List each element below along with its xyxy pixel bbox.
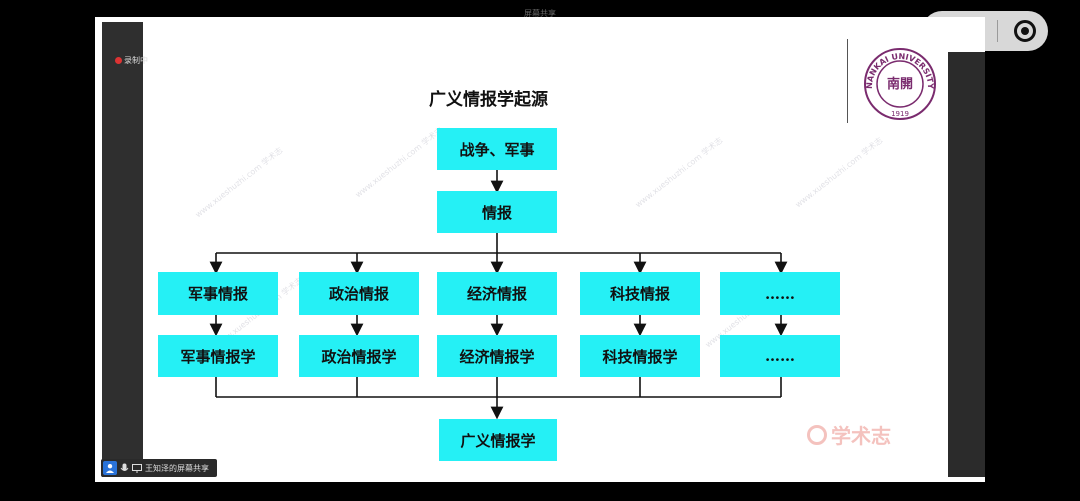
box-discipline: 经济情报学 — [437, 335, 557, 377]
share-label: 王知泽的屏幕共享 — [145, 463, 209, 473]
screen-share-bar[interactable]: 王知泽的屏幕共享 — [101, 459, 217, 477]
box-category: …… — [720, 272, 840, 315]
nankai-logo: NANKAI UNIVERSITY 南開 1919 — [864, 48, 936, 120]
recording-cloud-icon — [115, 57, 122, 64]
box-category: 经济情报 — [437, 272, 557, 315]
box-root: 战争、军事 — [437, 128, 557, 170]
box-discipline: 政治情报学 — [299, 335, 419, 377]
left-black-bar — [102, 22, 143, 477]
brand-watermark: 学术志 — [807, 420, 891, 449]
recording-label: 录制中 — [124, 56, 148, 65]
recording-badge: 录制中 — [115, 55, 148, 66]
close-target-icon[interactable] — [1014, 20, 1036, 42]
screen-share-icon[interactable] — [132, 463, 142, 473]
flowchart-connectors — [209, 170, 788, 420]
microphone-icon[interactable] — [120, 463, 129, 474]
box-discipline: 军事情报学 — [158, 335, 278, 377]
logo-divider — [847, 39, 848, 123]
box-result: 广义情报学 — [439, 419, 557, 461]
user-icon[interactable] — [103, 461, 117, 475]
brand-watermark-text: 学术志 — [831, 424, 891, 448]
capsule-divider — [997, 20, 999, 42]
box-category: 政治情报 — [299, 272, 419, 315]
box-category: 军事情报 — [158, 272, 278, 315]
box-intelligence: 情报 — [437, 191, 557, 233]
box-discipline: 科技情报学 — [580, 335, 700, 377]
slide-title: 广义情报学起源 — [429, 90, 548, 110]
shared-screen: 录制中 NANKAI UNIVERSITY 南開 1919 www.xueshu… — [95, 17, 985, 482]
window-caption: 屏幕共享 — [524, 9, 556, 18]
brand-watermark-icon — [807, 424, 827, 445]
box-discipline: …… — [720, 335, 840, 377]
logo-year: 1919 — [891, 110, 909, 118]
box-category: 科技情报 — [580, 272, 700, 315]
logo-emblem: 南開 — [887, 76, 913, 92]
right-black-bar — [948, 52, 985, 477]
